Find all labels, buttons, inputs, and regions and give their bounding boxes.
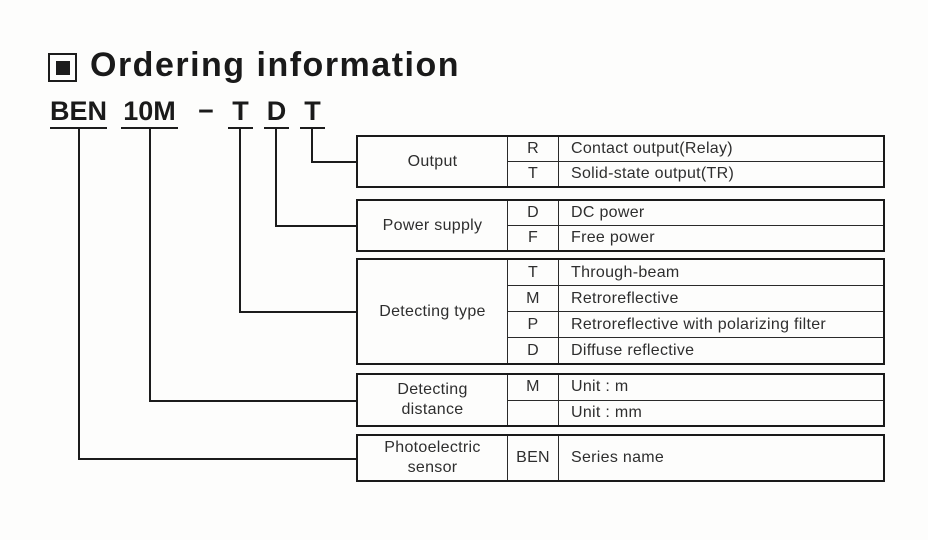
code-cell: R xyxy=(508,137,559,161)
code-cell: M xyxy=(508,375,559,400)
model-code-segment-power-supply: D xyxy=(264,97,289,129)
model-code-separator-dash: − xyxy=(198,96,214,126)
table-row: M Unit : m xyxy=(508,375,883,401)
detecting-type-table: Detecting type T Through-beam M Retroref… xyxy=(356,258,885,365)
code-cell: M xyxy=(508,286,559,311)
desc-cell: Unit : mm xyxy=(571,403,643,421)
table-row: Unit : mm xyxy=(508,400,883,425)
connector-detecting-type-horizontal xyxy=(239,311,356,313)
desc-cell: Free power xyxy=(571,229,655,246)
code-cell: BEN xyxy=(508,436,559,480)
table-row: M Retroreflective xyxy=(508,286,883,312)
model-code-segment-detecting-type: T xyxy=(228,97,253,129)
connector-photoelectric-sensor-horizontal xyxy=(78,458,356,460)
power-supply-table-label: Power supply xyxy=(358,201,508,250)
photoelectric-sensor-table: Photoelectric sensor BEN Series name xyxy=(356,434,885,482)
code-cell: T xyxy=(508,260,559,285)
code-cell: F xyxy=(508,226,559,250)
power-supply-table: Power supply D DC power F Free power xyxy=(356,199,885,252)
model-code-segment-output: T xyxy=(300,97,325,129)
section-bullet-inner-square xyxy=(55,60,70,75)
connector-photoelectric-sensor-vertical xyxy=(78,129,80,460)
page-title: Ordering information xyxy=(90,46,460,84)
desc-cell: Series name xyxy=(571,449,665,466)
connector-output-vertical xyxy=(311,129,313,163)
output-table-label: Output xyxy=(358,137,508,186)
desc-cell: Through-beam xyxy=(571,263,680,281)
connector-detecting-distance-vertical xyxy=(149,129,151,402)
table-row: D DC power xyxy=(508,201,883,226)
photoelectric-sensor-table-label: Photoelectric sensor xyxy=(358,436,508,480)
table-row: P Retroreflective with polarizing filter xyxy=(508,312,883,338)
desc-cell: Retroreflective with polarizing filter xyxy=(571,315,827,333)
output-table: Output R Contact output(Relay) T Solid-s… xyxy=(356,135,885,188)
model-code-segment-series: BEN xyxy=(50,97,107,129)
connector-output-horizontal xyxy=(311,161,356,163)
code-cell xyxy=(508,400,559,425)
table-row: T Through-beam xyxy=(508,260,883,286)
code-cell: T xyxy=(508,162,559,186)
desc-cell: Diffuse reflective xyxy=(571,341,695,359)
detecting-distance-table-label: Detecting distance xyxy=(358,375,508,425)
code-cell: P xyxy=(508,312,559,337)
table-row: BEN Series name xyxy=(508,436,883,480)
table-row: T Solid-state output(TR) xyxy=(508,162,883,186)
desc-cell: Contact output(Relay) xyxy=(571,140,733,157)
desc-cell: DC power xyxy=(571,204,645,221)
model-code-segment-distance: 10M xyxy=(121,97,178,129)
connector-power-supply-vertical xyxy=(275,129,277,227)
detecting-type-table-label: Detecting type xyxy=(358,260,508,363)
section-bullet-icon xyxy=(48,53,77,82)
connector-detecting-distance-horizontal xyxy=(149,400,356,402)
table-row: R Contact output(Relay) xyxy=(508,137,883,162)
table-row: D Diffuse reflective xyxy=(508,338,883,363)
desc-cell: Unit : m xyxy=(571,378,629,396)
desc-cell: Retroreflective xyxy=(571,289,679,307)
connector-power-supply-horizontal xyxy=(275,225,356,227)
code-cell: D xyxy=(508,201,559,225)
detecting-distance-table: Detecting distance M Unit : m Unit : mm xyxy=(356,373,885,427)
connector-detecting-type-vertical xyxy=(239,129,241,313)
desc-cell: Solid-state output(TR) xyxy=(571,165,735,182)
table-row: F Free power xyxy=(508,226,883,250)
code-cell: D xyxy=(508,338,559,363)
